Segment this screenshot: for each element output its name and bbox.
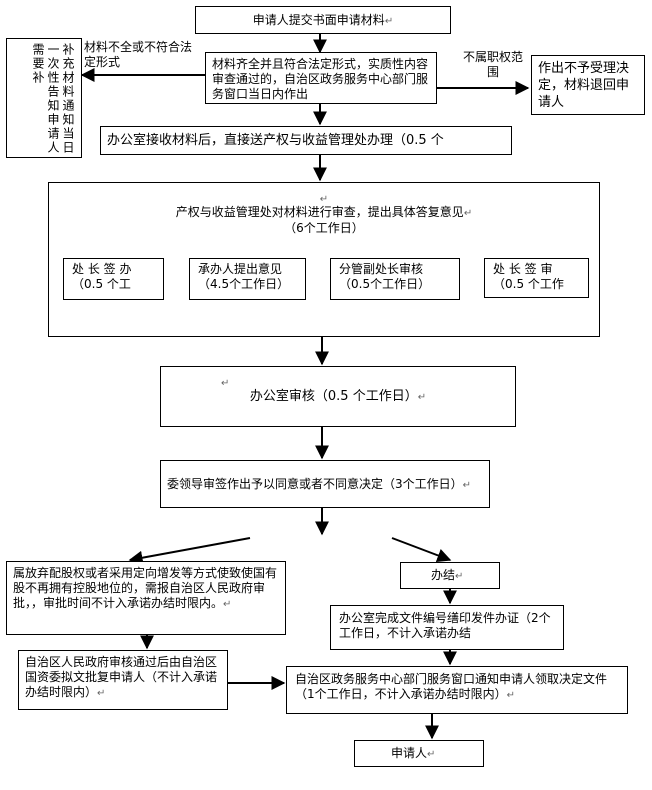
- director-approve-box: 处 长 签 审 （0.5 个工作: [484, 258, 589, 298]
- submit-application-box: 申请人提交书面申请材料↵: [195, 6, 451, 34]
- return-mark: ↵: [319, 194, 329, 205]
- abandon-control-box: 属放弃配股权或者采用定向增发等方式使致使国有股不再拥有控股地位的，需报自治区人民…: [6, 561, 286, 635]
- office-receive-box: 办公室接收材料后，直接送产权与收益管理处办理（0.5 个: [100, 126, 512, 155]
- notify-applicant-text: 自治区政务服务中心部门服务窗口通知申请人领取决定文件（1个工作日，不计入承诺办结…: [295, 672, 608, 701]
- return-mark: ↵: [97, 688, 106, 699]
- office-review-box: ↵ 办公室审核（0.5 个工作日）↵: [160, 366, 516, 427]
- review-main-line1: 产权与收益管理处对材料进行审查，提出具体答复意见: [175, 205, 464, 219]
- return-mark: ↵: [455, 571, 464, 582]
- reject-text: 作出不予受理决定，材料退回申请人: [538, 61, 630, 110]
- leader-sign-box: 委领导审签作出予以同意或者不同意决定（3个工作日）↵: [160, 460, 490, 508]
- return-mark: ↵: [462, 480, 472, 491]
- submit-application-text: 申请人提交书面申请材料: [252, 13, 385, 27]
- director-sign-box: 处 长 签 办 （0.5 个工: [63, 258, 164, 300]
- doc-number-box: 办公室完成文件编号缮印发件办证（2个工作日，不计入承诺办结: [330, 605, 564, 650]
- return-mark: ↵: [506, 690, 516, 701]
- applicant-text: 申请人: [391, 746, 428, 760]
- out-of-scope-label: 不属职权范围: [462, 50, 523, 79]
- handler-opinion-box: 承办人提出意见（4.5个工作日）: [189, 258, 306, 300]
- return-mark: ↵: [223, 599, 232, 610]
- deputy-review-text: 分管副处长审核（0.5个工作日）: [339, 262, 431, 291]
- return-mark: ↵: [463, 208, 473, 219]
- done-box: 办结↵: [400, 562, 500, 589]
- arrow-split-to-done: [391, 537, 452, 563]
- incomplete-label: 材料不全或不符合法定形式: [84, 40, 193, 69]
- supplement-notice-text: 补充材料通知当日一次性告知申请人需要补: [31, 43, 75, 155]
- supplement-notice-box: 补充材料通知当日一次性告知申请人需要补: [6, 38, 82, 158]
- deputy-review-box: 分管副处长审核（0.5个工作日）: [330, 258, 460, 300]
- office-review-label: 办公室审核（0.5 个工作日）: [249, 389, 418, 404]
- return-mark: ↵: [417, 392, 427, 403]
- office-receive-text: 办公室接收材料后，直接送产权与收益管理处办理（0.5 个: [107, 133, 444, 148]
- reject-box: 作出不予受理决定，材料退回申请人: [531, 55, 645, 115]
- return-mark: ↵: [221, 378, 230, 389]
- office-review-text: 办公室审核（0.5 个工作日）↵: [161, 389, 515, 405]
- leader-sign-text: 委领导审签作出予以同意或者不同意决定（3个工作日）: [167, 477, 463, 491]
- abandon-control-text: 属放弃配股权或者采用定向增发等方式使致使国有股不再拥有控股地位的，需报自治区人民…: [13, 566, 278, 610]
- arrow-split-to-abandon: [128, 537, 251, 565]
- acceptance-box: 材料齐全并且符合法定形式，实质性内容审查通过的，自治区政务服务中心部门服务窗口当…: [205, 52, 437, 104]
- return-mark: ↵: [427, 749, 436, 760]
- gov-approve-text: 自治区人民政府审核通过后由自治区国资委拟文批复申请人（不计入承诺办结时限内）: [25, 655, 218, 699]
- return-mark: ↵: [384, 16, 394, 27]
- review-top-mark: ↵: [49, 191, 599, 207]
- director-approve-text: 处 长 签 审 （0.5 个工作: [493, 262, 564, 291]
- handler-opinion-text: 承办人提出意见（4.5个工作日）: [198, 262, 290, 291]
- office-review-mark: ↵: [221, 375, 229, 391]
- acceptance-text: 材料齐全并且符合法定形式，实质性内容审查通过的，自治区政务服务中心部门服务窗口当…: [212, 57, 429, 101]
- gov-approve-box: 自治区人民政府审核通过后由自治区国资委拟文批复申请人（不计入承诺办结时限内）↵: [18, 650, 228, 710]
- review-main-title: 产权与收益管理处对材料进行审查，提出具体答复意见↵: [49, 205, 599, 221]
- doc-number-text: 办公室完成文件编号缮印发件办证（2个工作日，不计入承诺办结: [339, 611, 551, 640]
- applicant-box: 申请人↵: [354, 740, 484, 767]
- done-text: 办结: [431, 568, 456, 582]
- review-main-subtitle: （6个工作日）: [284, 221, 364, 235]
- notify-applicant-box: 自治区政务服务中心部门服务窗口通知申请人领取决定文件（1个工作日，不计入承诺办结…: [286, 666, 628, 714]
- director-sign-text: 处 长 签 办 （0.5 个工: [72, 262, 132, 291]
